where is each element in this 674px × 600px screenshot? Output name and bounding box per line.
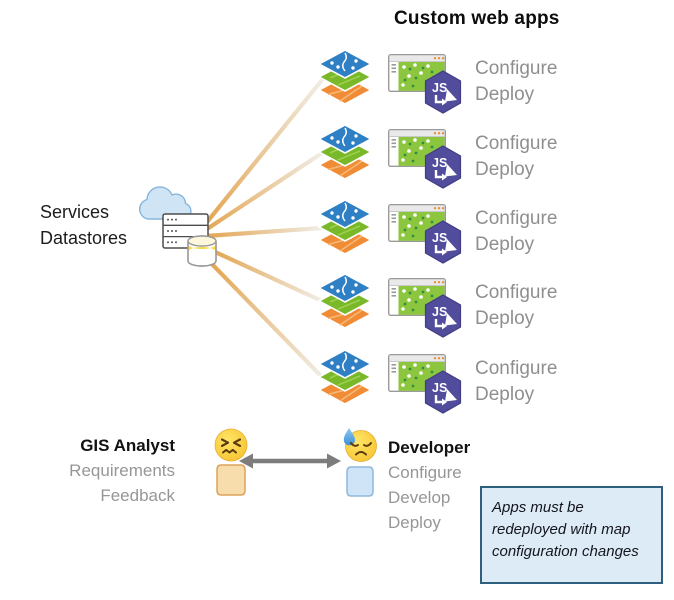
app-row: JS Configure Deploy xyxy=(318,274,668,338)
map-layers-icon xyxy=(318,350,372,404)
js-sdk-hexagon-icon: JS xyxy=(424,370,462,414)
gis-analyst-figure xyxy=(214,428,248,496)
action-configure: Configure xyxy=(475,358,558,379)
map-layers-icon xyxy=(318,50,372,104)
developer-block: Developer Configure Develop Deploy xyxy=(388,435,470,535)
analyst-task-requirements: Requirements xyxy=(69,461,175,480)
services-datastores-cluster xyxy=(138,186,217,267)
double-headed-arrow xyxy=(239,453,341,469)
database-icon xyxy=(187,235,217,267)
app-row: JS Configure Deploy xyxy=(318,50,668,114)
app-actions: Configure Deploy xyxy=(475,356,557,408)
developer-body-icon xyxy=(346,466,374,497)
svg-text:JS: JS xyxy=(432,231,447,245)
map-layers-icon xyxy=(318,200,372,254)
datastores-label: Datastores xyxy=(40,228,128,248)
developer-task-deploy: Deploy xyxy=(388,513,441,532)
app-actions: Configure Deploy xyxy=(475,206,557,258)
map-layers-icon xyxy=(318,274,372,328)
action-configure: Configure xyxy=(475,208,558,229)
js-sdk-hexagon-icon: JS xyxy=(424,294,462,338)
developer-task-configure: Configure xyxy=(388,463,462,482)
action-deploy: Deploy xyxy=(475,84,535,105)
developer-task-develop: Develop xyxy=(388,488,451,507)
action-deploy: Deploy xyxy=(475,234,535,255)
js-sdk-hexagon-icon: JS xyxy=(424,220,462,264)
downcast-face-with-sweat-emoji xyxy=(343,428,377,462)
action-configure: Configure xyxy=(475,58,558,79)
app-actions: Configure Deploy xyxy=(475,131,557,183)
svg-text:JS: JS xyxy=(432,156,447,170)
app-actions: Configure Deploy xyxy=(475,56,557,108)
action-deploy: Deploy xyxy=(475,384,535,405)
gis-analyst-name: GIS Analyst xyxy=(80,436,175,455)
map-layers-icon xyxy=(318,125,372,179)
confounded-face-emoji xyxy=(214,428,248,462)
developer-figure xyxy=(343,428,377,497)
js-sdk-hexagon-icon: JS xyxy=(424,145,462,189)
app-row: JS Configure Deploy xyxy=(318,125,668,189)
svg-text:JS: JS xyxy=(432,381,447,395)
page-title: Custom web apps xyxy=(394,8,560,29)
redeploy-note: Apps must be redeployed with map configu… xyxy=(480,486,663,584)
analyst-task-feedback: Feedback xyxy=(100,486,175,505)
action-deploy: Deploy xyxy=(475,159,535,180)
svg-text:JS: JS xyxy=(432,81,447,95)
cloud-icon xyxy=(138,186,192,220)
svg-text:JS: JS xyxy=(432,305,447,319)
gis-analyst-block: GIS Analyst Requirements Feedback xyxy=(28,433,175,508)
services-label: Services xyxy=(40,202,110,222)
app-actions: Configure Deploy xyxy=(475,280,557,332)
action-deploy: Deploy xyxy=(475,308,535,329)
analyst-body-icon xyxy=(216,464,246,496)
app-row: JS Configure Deploy xyxy=(318,200,668,264)
developer-name: Developer xyxy=(388,438,471,457)
action-configure: Configure xyxy=(475,282,558,303)
app-row: JS Configure Deploy xyxy=(318,350,668,414)
action-configure: Configure xyxy=(475,133,558,154)
services-datastores-label: Services Datastores xyxy=(40,199,127,251)
js-sdk-hexagon-icon: JS xyxy=(424,70,462,114)
